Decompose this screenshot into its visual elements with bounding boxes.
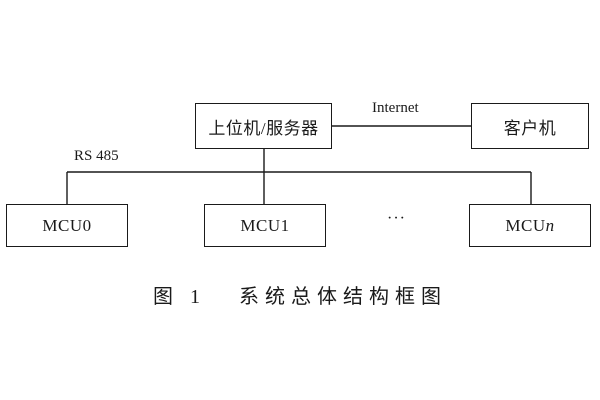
mcu0-node-label: MCU0 — [42, 215, 92, 235]
mcun-node-label: MCUn — [505, 216, 554, 236]
mcun-node: MCUn — [469, 204, 591, 247]
mcu1-node-label: MCU1 — [240, 215, 290, 235]
server-node: 上位机/服务器 — [195, 103, 332, 149]
server-node-label: 上位机/服务器 — [208, 118, 319, 138]
mcu0-node: MCU0 — [6, 204, 128, 247]
client-node: 客户机 — [471, 103, 589, 149]
mcun-label-suffix: n — [545, 215, 555, 235]
client-node-label: 客户机 — [503, 118, 557, 138]
figure-caption: 图 1 系统总体结构框图 — [153, 286, 447, 308]
mcun-label-prefix: MCU — [505, 215, 546, 235]
mcu1-node: MCU1 — [204, 204, 326, 247]
rs485-bus-label: RS 485 — [74, 148, 119, 164]
more-mcus-ellipsis: ··· — [387, 210, 406, 227]
internet-link-label: Internet — [372, 100, 419, 116]
